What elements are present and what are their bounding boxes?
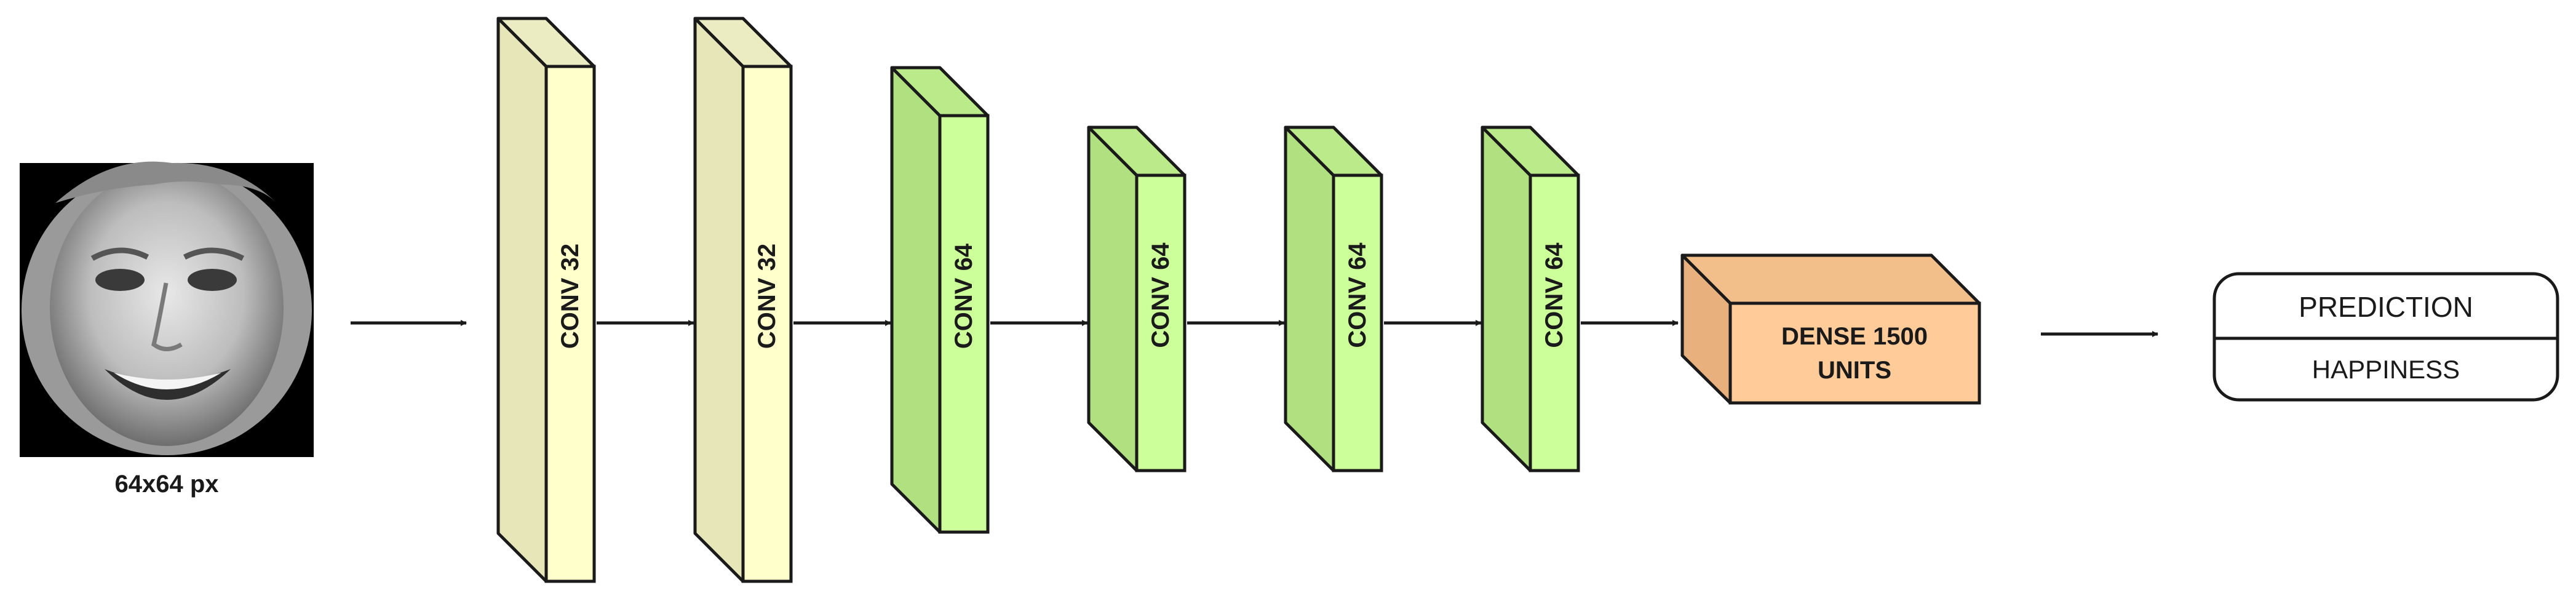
prediction-box: PREDICTION HAPPINESS — [2212, 272, 2559, 402]
conv-layer-label: CONV 64 — [950, 243, 977, 349]
conv-layer-front-face — [938, 114, 990, 534]
conv-layer-label: CONV 32 — [557, 244, 584, 349]
conv-layer-front-face — [741, 65, 793, 583]
conv-layer-side-face — [1087, 125, 1139, 472]
conv-layer-4: CONV 64 — [1087, 125, 1187, 472]
conv-layer-front-face — [544, 65, 596, 583]
conv-layer-2: CONV 32 — [693, 17, 793, 583]
conv-layer-label: CONV 64 — [1147, 242, 1174, 348]
conv-layer-side-face — [1284, 125, 1335, 472]
conv-layer-front-face — [1529, 173, 1580, 472]
dense-label-line2: UNITS — [1818, 357, 1891, 384]
conv-layer-label: CONV 64 — [1344, 242, 1371, 348]
conv-layer-front-face — [1332, 173, 1383, 472]
conv-layer-front-face — [1135, 173, 1187, 472]
conv-layer-label: CONV 64 — [1541, 242, 1568, 348]
conv-layers: CONV 32 CONV 32 CONV 64 CONV 64 CONV 64 CONV … — [496, 17, 1580, 583]
input-caption: 64x64 px — [114, 471, 218, 498]
conv-layer-side-face — [890, 66, 942, 534]
flow-arrows — [351, 320, 2158, 337]
prediction-value: HAPPINESS — [2312, 355, 2460, 384]
conv-layer-side-face — [1481, 125, 1532, 472]
dense-top-face — [1680, 253, 1981, 305]
conv-layer-side-face — [496, 17, 548, 583]
conv-layer-3: CONV 64 — [890, 66, 990, 534]
conv-layer-5: CONV 64 — [1284, 125, 1383, 472]
dense-front-face — [1728, 301, 1981, 405]
input-image — [20, 161, 314, 457]
conv-layer-side-face — [693, 17, 745, 583]
dense-label-line1: DENSE 1500 — [1781, 323, 1928, 350]
conv-layer-1: CONV 32 — [496, 17, 596, 583]
dense-layer: DENSE 1500 UNITS — [1680, 253, 1981, 405]
conv-layer-label: CONV 32 — [753, 244, 781, 349]
conv-layer-6: CONV 64 — [1481, 125, 1580, 472]
prediction-title: PREDICTION — [2299, 291, 2473, 323]
